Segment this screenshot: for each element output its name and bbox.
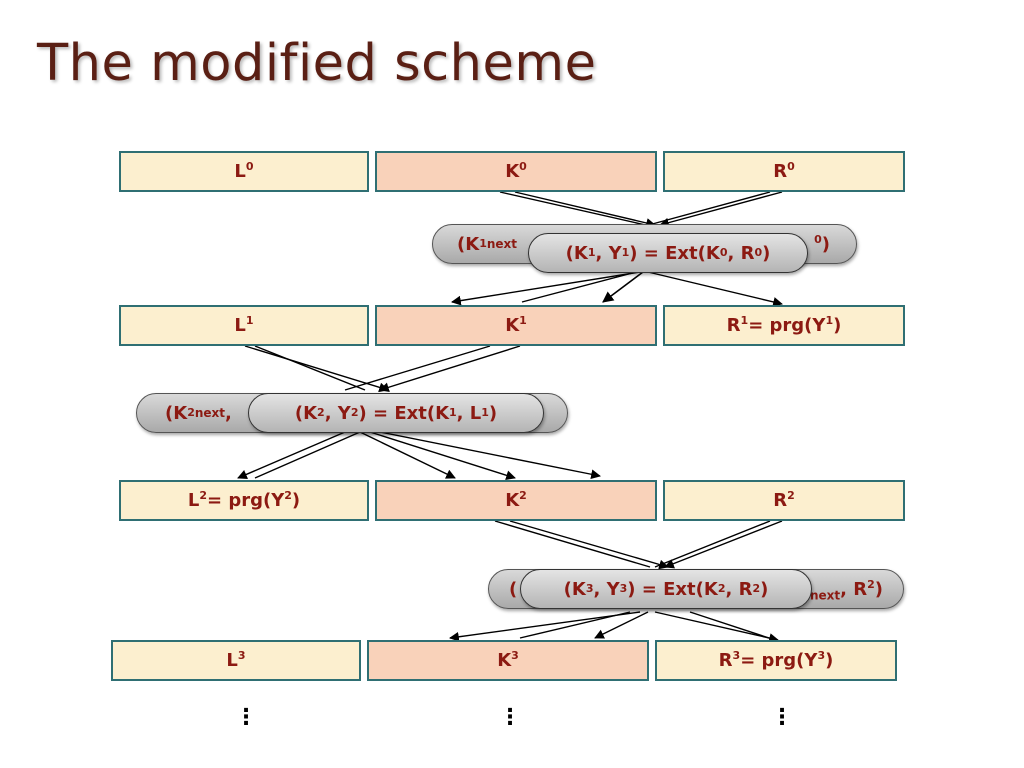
arrow-k1-to-ext2 bbox=[379, 345, 521, 393]
arrow-ext3-to-k3-b bbox=[519, 611, 631, 639]
continuation-dots-right: ⋮ bbox=[771, 705, 793, 730]
arrow-k2-to-ext3 bbox=[509, 520, 669, 570]
arrow-r0-to-ext1-b bbox=[644, 191, 771, 227]
continuation-dots-left: ⋮ bbox=[235, 705, 257, 730]
box-k3: K3 bbox=[367, 640, 649, 681]
arrow-ext2-to-l2 bbox=[237, 431, 346, 480]
box-r3: R3 = prg(Y3) bbox=[655, 640, 897, 681]
box-r2: R2 bbox=[663, 480, 905, 521]
box-r0: R0 bbox=[663, 151, 905, 192]
arrow-k1-to-ext2-b bbox=[344, 345, 491, 391]
box-l0: L0 bbox=[119, 151, 369, 192]
arrow-ext2-to-k2 bbox=[359, 431, 456, 479]
arrow-r2-to-ext3 bbox=[664, 520, 783, 569]
box-l1: L1 bbox=[119, 305, 369, 346]
box-k0: K0 bbox=[375, 151, 657, 192]
arrow-ext2-to-k2-c bbox=[379, 431, 601, 480]
arrow-ext3-to-r3-b bbox=[689, 611, 776, 641]
arrow-ext3-to-r3 bbox=[654, 611, 779, 643]
arrow-ext2-to-l2-b bbox=[254, 431, 361, 479]
arrow-l1-to-ext2-b bbox=[254, 345, 366, 391]
arrow-ext2-to-k2-b bbox=[369, 431, 516, 481]
arrow-r2-to-ext3-b bbox=[654, 520, 771, 568]
arrow-ext3-to-k3 bbox=[594, 611, 649, 639]
arrow-ext1-to-k1 bbox=[602, 271, 644, 303]
arrow-ext3-to-l3 bbox=[449, 611, 641, 642]
arrow-r0-to-ext1 bbox=[659, 191, 783, 228]
arrow-k0-to-ext1 bbox=[514, 191, 656, 228]
arrow-ext1-to-r1 bbox=[647, 271, 783, 307]
slide-title: The modified scheme bbox=[37, 34, 597, 93]
arrow-ext1-to-k1-b bbox=[521, 271, 637, 303]
box-r1: R1 = prg(Y1) bbox=[663, 305, 905, 346]
arrow-k0-to-ext1-b bbox=[499, 191, 651, 227]
continuation-dots-middle: ⋮ bbox=[499, 705, 521, 730]
arrow-k2-to-ext3-b bbox=[494, 520, 651, 568]
box-k2: K2 bbox=[375, 480, 657, 521]
arrow-ext1-to-l1 bbox=[451, 271, 641, 306]
box-k1: K1 bbox=[375, 305, 657, 346]
arrow-l1-to-ext2 bbox=[244, 345, 389, 393]
box-l3: L3 bbox=[111, 640, 361, 681]
box-l2: L2 = prg(Y2) bbox=[119, 480, 369, 521]
